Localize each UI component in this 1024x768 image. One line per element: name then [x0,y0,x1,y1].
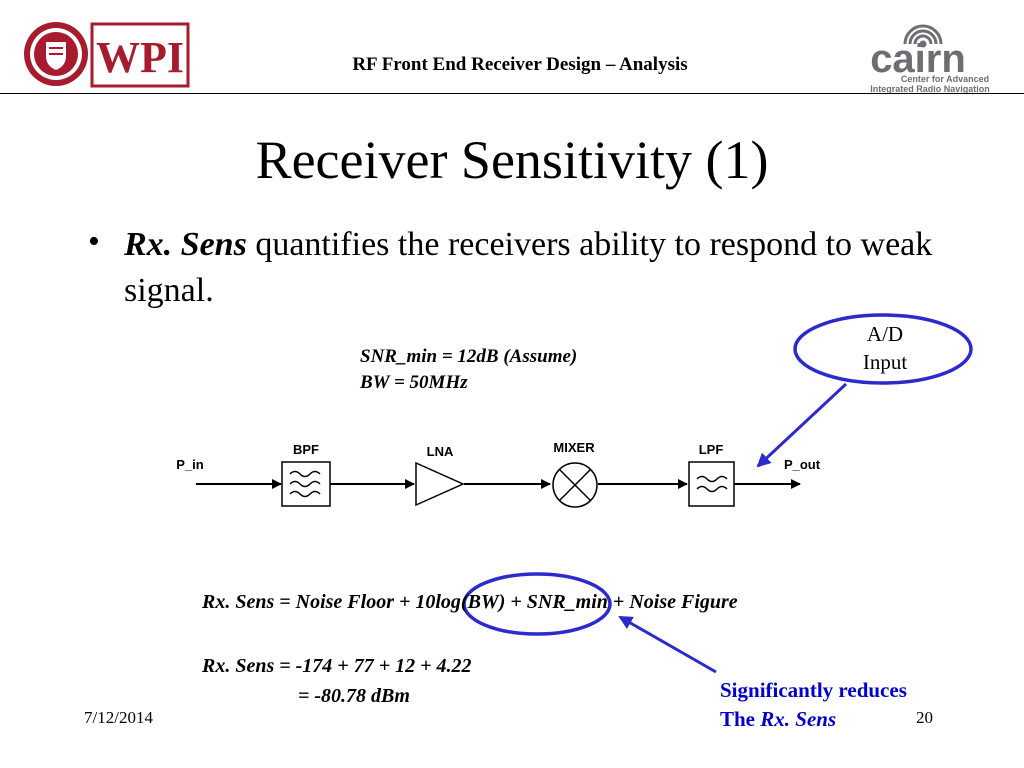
bullet-text: Rx. Sens quantifies the receivers abilit… [124,222,984,314]
note-line-1: Significantly reduces [720,678,907,702]
ad-input-callout: A/D Input [815,320,955,376]
ad-callout-arrow [756,382,848,468]
ad-input-ellipse [793,313,973,385]
bandpass-filter-icon [289,470,321,498]
bullet-marker: • [88,223,100,260]
bpf-block [281,461,331,507]
cairn-tagline-1: Center for Advanced [901,74,989,84]
reduction-note: Significantly reduces The Rx. Sens [720,676,907,734]
bullet-body: quantifies the receivers ability to resp… [124,226,933,309]
lpf-block [688,461,735,507]
assumption-snr: SNR_min = 12dB (Assume) [360,346,578,367]
cairn-logo: cairn Center for Advanced Integrated Rad… [870,24,990,94]
header-divider [0,93,1024,94]
page-number: 20 [916,708,933,727]
slide-title: Receiver Sensitivity (1) [255,130,769,190]
lna-label: LNA [427,444,454,459]
wpi-logo: WPI [24,22,190,88]
lna-amplifier-icon [415,461,465,507]
mixer-icon [552,462,598,508]
equation-result: = -80.78 dBm [298,685,410,707]
p-out-label: P_out [784,457,821,472]
bw-term-highlight-ellipse [462,572,612,636]
lpf-label: LPF [699,442,724,457]
wpi-wordmark: WPI [96,33,184,82]
note-callout-arrow [618,615,717,674]
bullet-emphasis: Rx. Sens [124,226,247,263]
footer-date: 7/12/2014 [84,708,153,727]
lowpass-filter-icon [696,475,728,493]
cairn-wordmark: cairn [870,37,966,81]
equation-general: Rx. Sens = Noise Floor + 10log(BW) + SNR… [202,591,738,613]
radio-waves-icon [903,24,943,45]
p-in-label: P_in [176,457,204,472]
assumptions: SNR_min = 12dB (Assume) BW = 50MHz [360,344,577,396]
bpf-label: BPF [293,442,319,457]
header-title: RF Front End Receiver Design – Analysis [352,54,688,75]
equation-values: Rx. Sens = -174 + 77 + 12 + 4.22 [202,655,472,677]
cairn-tagline-2: Integrated Radio Navigation [870,84,990,94]
mixer-label: MIXER [553,440,595,455]
ad-callout-line-2: Input [862,350,908,374]
ad-callout-line-1: A/D [866,322,904,346]
note-line-2: The Rx. Sens [720,707,837,731]
assumption-bw: BW = 50MHz [360,372,468,393]
note-emphasis: Rx. Sens [760,707,837,731]
